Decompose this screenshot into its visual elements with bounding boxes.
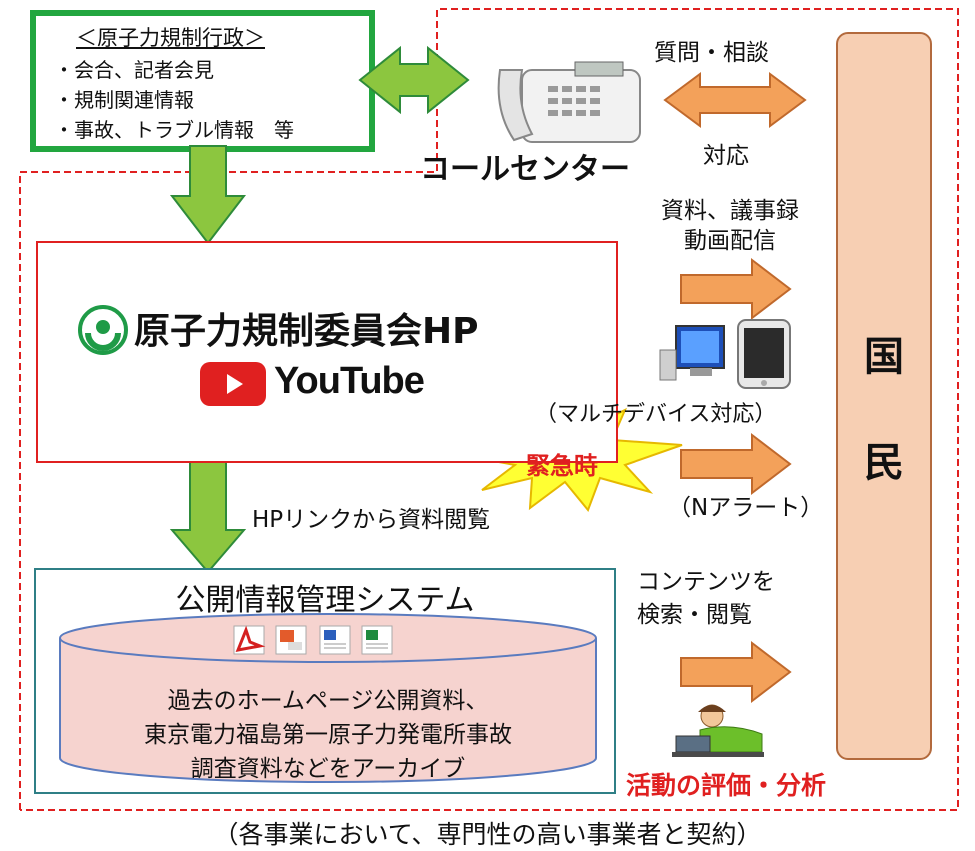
citizens-bar: 国 民 <box>836 32 932 760</box>
green-down-arrow-1 <box>169 145 247 245</box>
desktop-computer-icon <box>659 325 725 381</box>
source-item-regulation-info: ・規制関連情報 <box>54 88 194 112</box>
pdf-file-icon <box>233 625 266 655</box>
powerpoint-file-icon <box>275 625 307 655</box>
orange-arrow-emergency <box>680 432 792 496</box>
word-file-icon <box>319 625 351 655</box>
nra-homepage-title: 原子力規制委員会HP <box>134 311 479 352</box>
telephone-icon <box>497 61 641 143</box>
materials-label-line1: 資料、議事録 <box>661 198 799 224</box>
citizens-char-1: 国 <box>864 334 904 380</box>
orange-arrow-contents <box>680 640 792 704</box>
orange-arrow-materials <box>680 257 792 321</box>
footer-caption: （各事業において、専門性の高い事業者と契約） <box>213 820 762 849</box>
nalert-label: （Nアラート） <box>668 495 824 521</box>
contents-label: コンテンツを 検索・閲覧 <box>637 566 775 632</box>
archive-cylinder <box>59 613 597 783</box>
regulatory-administration-box: ＜原子力規制行政＞ ・会合、記者会見 ・規制関連情報 ・事故、トラブル情報 等 <box>30 10 375 152</box>
source-item-incident-info: ・事故、トラブル情報 等 <box>54 118 294 142</box>
call-center-label: コールセンター <box>420 152 630 187</box>
source-item-meetings: ・会合、記者会見 <box>54 58 214 82</box>
person-laptop-icon <box>672 704 764 757</box>
citizens-char-2: 民 <box>864 440 904 486</box>
source-box-title: ＜原子力規制行政＞ <box>76 26 265 50</box>
evaluation-analysis-label: 活動の評価・分析 <box>626 771 827 800</box>
nra-homepage-box <box>36 241 618 463</box>
multidevice-label: （マルチデバイス対応） <box>535 402 777 427</box>
system-title: 公開情報管理システム <box>175 583 475 618</box>
green-double-arrow <box>358 45 470 115</box>
contents-label-line1: コンテンツを <box>637 569 775 595</box>
question-consult-label: 質問・相談 <box>654 40 769 66</box>
nra-logo-icon <box>78 305 128 355</box>
archive-description: 過去のホームページ公開資料、 東京電力福島第一原子力発電所事故 調査資料などをア… <box>60 684 596 786</box>
youtube-play-icon <box>200 362 266 406</box>
smartphone-icon <box>737 319 791 389</box>
emergency-label: 緊急時 <box>526 452 598 480</box>
archive-line-3: 調査資料などをアーカイブ <box>190 756 466 782</box>
archive-line-1: 過去のホームページ公開資料、 <box>167 688 489 714</box>
hp-link-label: HPリンクから資料閲覧 <box>252 507 491 533</box>
archive-line-2: 東京電力福島第一原子力発電所事故 <box>144 722 512 748</box>
response-label: 対応 <box>703 143 749 169</box>
document-icons <box>233 625 393 655</box>
orange-double-arrow <box>663 72 807 128</box>
youtube-wordmark: YouTube <box>274 360 425 402</box>
excel-file-icon <box>361 625 393 655</box>
materials-label-line2: 動画配信 <box>684 228 776 254</box>
contents-label-line2: 検索・閲覧 <box>637 602 752 628</box>
green-down-arrow-2 <box>169 460 247 574</box>
materials-label: 資料、議事録 動画配信 <box>645 196 815 256</box>
